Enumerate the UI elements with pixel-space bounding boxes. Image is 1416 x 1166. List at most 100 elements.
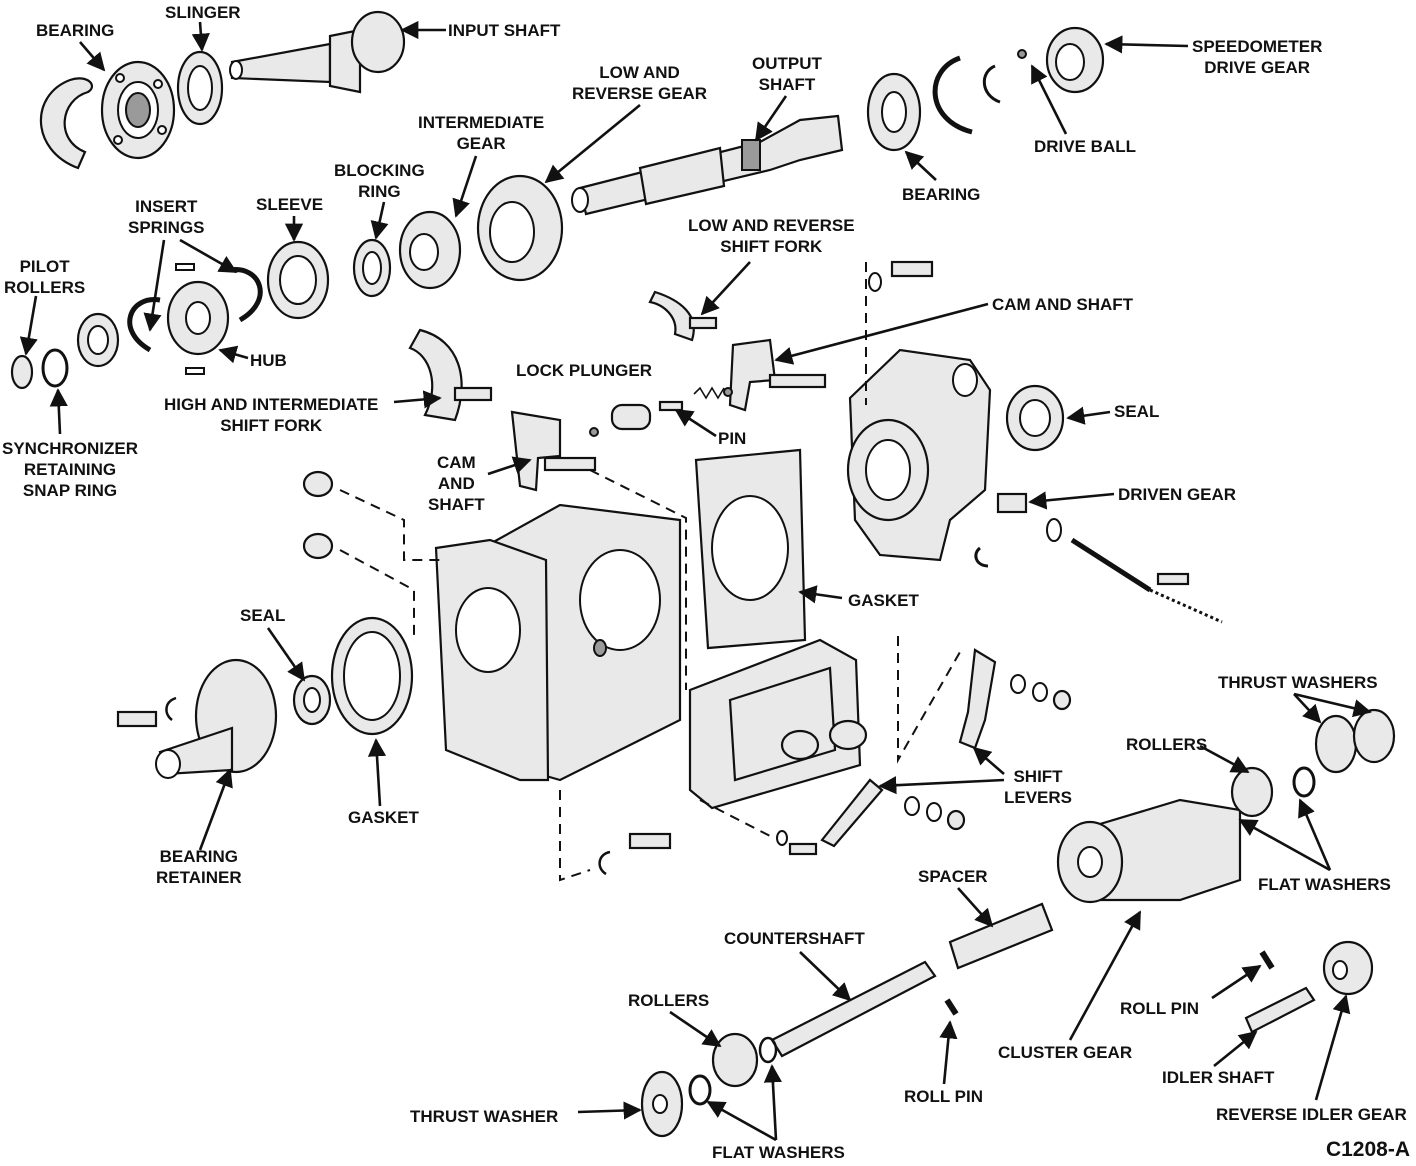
- drive-ball: [1017, 49, 1027, 59]
- gasket-top-cover: [694, 448, 807, 650]
- label-driven-gear: DRIVEN GEAR: [1118, 485, 1237, 504]
- intermediate-gear: [398, 210, 462, 290]
- snap-ring-top: [39, 77, 94, 170]
- pilot-rollers: [10, 354, 34, 390]
- label-retainer-line1: BEARING: [159, 847, 239, 866]
- label-slinger: SLINGER: [165, 3, 241, 22]
- top-cover: [688, 638, 868, 810]
- leader-arrows: [19, 20, 1372, 1142]
- bolt-left: [116, 696, 177, 728]
- label-hi-fork-line2: SHIFT FORK: [220, 416, 323, 435]
- label-rollers-bottom: ROLLERS: [628, 991, 710, 1010]
- label-bearing-top: BEARING: [36, 21, 115, 40]
- bearing-top: [100, 60, 176, 160]
- bolts-bottom: [598, 830, 818, 876]
- bearing-retainer: [155, 658, 278, 779]
- cam-and-shaft-mid-part: [510, 410, 597, 492]
- label-hub: HUB: [250, 351, 287, 370]
- seal-right: [1005, 384, 1065, 452]
- label-idler-shaft: IDLER SHAFT: [1162, 1068, 1275, 1087]
- bearing-right: [866, 72, 922, 152]
- slinger: [176, 50, 224, 126]
- label-synchronizer-snap-ring: SYNCHRONIZER RETAINING SNAP RING: [2, 438, 138, 501]
- label-spacer: SPACER: [918, 867, 988, 886]
- reverse-idler-gear-part: [1322, 940, 1374, 996]
- roll-pins: [944, 950, 1275, 1016]
- driven-gear: [996, 492, 1062, 542]
- label-speedometer-line2: DRIVE GEAR: [1204, 58, 1311, 77]
- bolt-top-right: [868, 260, 934, 292]
- label-low-reverse-gear-line1: LOW AND: [599, 63, 680, 82]
- label-seal-right: SEAL: [1114, 402, 1160, 421]
- label-insert-springs: INSERT SPRINGS: [128, 196, 205, 238]
- label-flat-washers-right: FLAT WASHERS: [1258, 875, 1391, 894]
- synchronizer-snap-ring: [41, 348, 69, 388]
- label-output-shaft-line1: OUTPUT: [752, 54, 822, 73]
- label-lr-fork-line1: LOW AND REVERSE: [688, 216, 855, 235]
- label-synchro-line1: SYNCHRONIZER: [2, 439, 139, 458]
- label-output-shaft: OUTPUT SHAFT: [752, 53, 822, 95]
- label-input-shaft: INPUT SHAFT: [448, 21, 561, 40]
- idler-shaft-part: [1244, 986, 1316, 1034]
- label-cam-mid-line2: AND: [437, 474, 475, 493]
- label-intermediate-line1: INTERMEDIATE: [418, 113, 545, 132]
- label-low-reverse-gear-line2: REVERSE GEAR: [572, 84, 708, 103]
- low-reverse-gear: [476, 174, 564, 282]
- label-insert-line2: SPRINGS: [128, 218, 205, 237]
- label-shift-levers-line2: LEVERS: [1004, 788, 1073, 807]
- label-high-intermediate-shift-fork: HIGH AND INTERMEDIATE SHIFT FORK: [164, 394, 378, 436]
- label-intermediate-gear: INTERMEDIATE GEAR: [418, 112, 544, 154]
- label-blocking-line1: BLOCKING: [334, 161, 425, 180]
- label-lock-plunger: LOCK PLUNGER: [516, 361, 652, 380]
- label-pilot-line1: PILOT: [19, 257, 70, 276]
- label-blocking-line2: RING: [358, 182, 401, 201]
- lock-plunger: [589, 387, 733, 437]
- label-pin: PIN: [718, 429, 747, 448]
- label-synchro-line3: SNAP RING: [22, 481, 118, 500]
- input-shaft: [229, 10, 406, 94]
- label-roll-pin-bottom: ROLL PIN: [904, 1087, 984, 1106]
- label-speedometer-drive-gear: SPEEDOMETER DRIVE GEAR: [1192, 36, 1322, 78]
- label-bearing-retainer: BEARING RETAINER: [156, 846, 242, 888]
- synchronizer-ring-left: [76, 312, 120, 368]
- high-intermediate-shift-fork: [408, 328, 493, 422]
- label-countershaft: COUNTERSHAFT: [724, 929, 865, 948]
- label-synchro-line2: RETAINING: [23, 460, 117, 479]
- label-cluster-gear: CLUSTER GEAR: [998, 1043, 1133, 1062]
- label-pilot-line2: ROLLERS: [4, 278, 86, 297]
- thrust-washer-part: [640, 1070, 712, 1138]
- label-cam-and-shaft-top: CAM AND SHAFT: [992, 295, 1134, 314]
- label-bearing-right: BEARING: [902, 185, 981, 204]
- output-shaft: [571, 114, 844, 216]
- label-roll-pin-right: ROLL PIN: [1120, 999, 1200, 1018]
- figure-code: C1208-A: [1325, 1138, 1410, 1161]
- label-cam-mid-line3: SHAFT: [428, 495, 485, 514]
- spacer-part: [948, 902, 1054, 970]
- cam-and-shaft-top-part: [728, 338, 827, 412]
- label-shift-levers-line1: SHIFT: [1013, 767, 1063, 786]
- pin: [658, 386, 725, 412]
- label-retainer-line2: RETAINER: [156, 868, 242, 887]
- label-speedometer-line1: SPEEDOMETER: [1192, 37, 1323, 56]
- label-thrust-washers: THRUST WASHERS: [1218, 673, 1378, 692]
- label-low-reverse-gear: LOW AND REVERSE GEAR: [572, 62, 707, 104]
- transmission-case: [434, 503, 682, 782]
- cluster-gear: [1056, 798, 1242, 904]
- label-blocking-ring: BLOCKING RING: [334, 160, 425, 202]
- label-output-shaft-line2: SHAFT: [758, 75, 816, 94]
- blocking-ring: [352, 238, 392, 298]
- label-cam-mid-line1: CAM: [436, 453, 476, 472]
- label-gasket-mid: GASKET: [848, 591, 919, 610]
- label-rollers-right: ROLLERS: [1126, 735, 1208, 754]
- rollers-right-part: [1230, 766, 1274, 818]
- label-lr-fork-line2: SHIFT FORK: [720, 237, 823, 256]
- alignment-lines: [339, 262, 961, 882]
- label-drive-ball: DRIVE BALL: [1034, 137, 1136, 156]
- rollers-bottom-part: [711, 1032, 778, 1088]
- label-shift-levers: SHIFT LEVERS: [1004, 766, 1072, 808]
- label-low-reverse-shift-fork: LOW AND REVERSE SHIFT FORK: [688, 215, 855, 257]
- speedometer-drive-gear: [1045, 26, 1105, 94]
- sleeve: [266, 240, 330, 320]
